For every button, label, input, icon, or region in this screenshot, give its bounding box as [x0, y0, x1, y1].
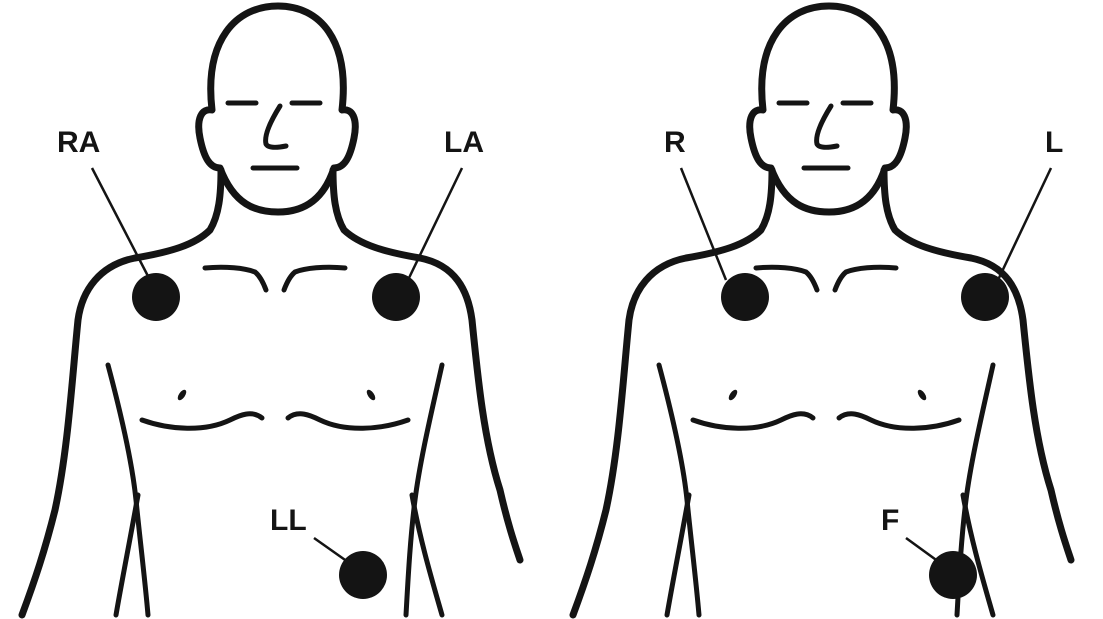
left-pectoral: [839, 414, 959, 428]
right-waist-line: [116, 495, 138, 615]
torso-diagram: RA LA LL: [0, 0, 552, 619]
right-arm-electrode: [721, 273, 769, 321]
right-waist-line: [667, 495, 689, 615]
right-arm-label: RA: [57, 126, 100, 159]
left-waist-line: [412, 495, 442, 615]
right-arm-label: R: [664, 126, 686, 159]
figure-iec-electrode-placement: R L F: [551, 0, 1103, 619]
figure-aha-electrode-placement: RA LA LL: [0, 0, 552, 619]
left-leg-label: LL: [270, 504, 307, 537]
left-nipple: [365, 388, 377, 401]
left-pectoral: [288, 414, 408, 428]
right-clavicle: [205, 267, 266, 290]
left-leg-electrode: [339, 551, 387, 599]
right-side-body: [884, 170, 1071, 560]
left-arm-electrode: [372, 273, 420, 321]
right-arm-leader: [681, 168, 726, 280]
left-leg-label: F: [881, 504, 899, 537]
left-nipple: [916, 388, 928, 401]
left-arm-label: LA: [444, 126, 484, 159]
nose: [266, 106, 286, 147]
left-arm-label: L: [1045, 126, 1063, 159]
left-side-body: [22, 170, 221, 615]
left-waist-line: [963, 495, 993, 615]
left-inner-arm: [406, 365, 442, 615]
right-side-body: [333, 170, 520, 560]
left-arm-electrode: [961, 273, 1009, 321]
right-inner-arm: [108, 365, 148, 615]
right-pectoral: [142, 414, 262, 428]
right-pectoral: [693, 414, 813, 428]
left-arm-leader: [998, 168, 1051, 280]
left-clavicle: [284, 267, 345, 290]
nose: [817, 106, 837, 147]
right-arm-electrode: [132, 273, 180, 321]
left-leg-leader: [314, 538, 348, 562]
right-inner-arm: [659, 365, 699, 615]
left-side-body: [573, 170, 772, 615]
right-nipple: [727, 388, 739, 401]
torso-diagram: R L F: [551, 0, 1103, 619]
left-clavicle: [835, 267, 896, 290]
left-leg-leader: [906, 538, 939, 562]
left-leg-electrode: [929, 551, 977, 599]
right-nipple: [176, 388, 188, 401]
